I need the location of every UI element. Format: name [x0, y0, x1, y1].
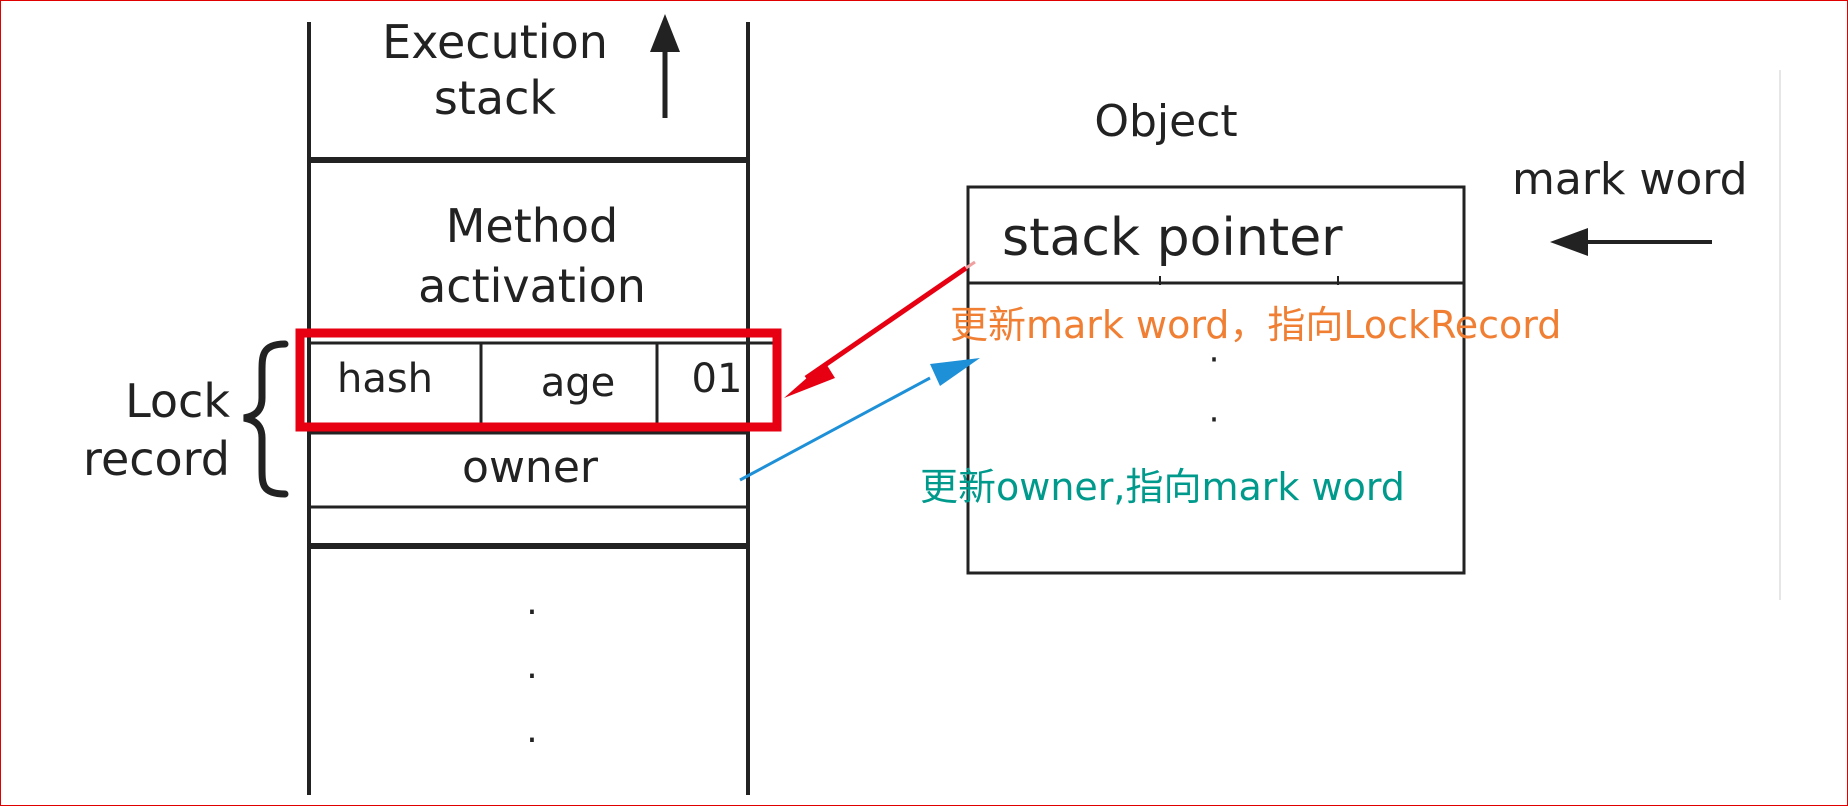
stack-ellipsis-3: ·: [526, 720, 538, 761]
object-ellipsis-2: ·: [1208, 400, 1220, 440]
execution-stack-outline: [307, 22, 750, 795]
hash-field: hash: [336, 356, 434, 402]
mark-word-label: mark word: [1512, 154, 1748, 205]
method-label: Method: [445, 199, 619, 253]
mark-word-arrow-icon: [1550, 228, 1712, 256]
record-label: record: [83, 432, 230, 486]
flag-field: 01: [691, 356, 743, 402]
stack-ellipsis-2: ·: [526, 656, 538, 697]
age-field: age: [540, 360, 616, 406]
owner-field: owner: [462, 442, 598, 493]
up-arrow-icon: [650, 14, 680, 118]
update-mark-word-annotation: 更新mark word，指向LockRecord: [950, 303, 1562, 347]
stack-pointer-label: stack pointer: [1002, 208, 1343, 268]
object-ellipsis-1: ·: [1208, 340, 1220, 380]
lock-label: Lock: [125, 374, 230, 428]
activation-label: activation: [418, 259, 646, 313]
update-owner-annotation: 更新owner,指向mark word: [920, 465, 1405, 509]
blue-arrow-icon: [739, 358, 980, 482]
highlight-box: [295, 328, 782, 432]
object-box: [966, 185, 1466, 575]
object-title: Object: [1094, 96, 1238, 147]
stack-ellipsis-1: ·: [526, 592, 538, 633]
method-activation-label: Method activation: [418, 196, 646, 316]
lock-record-label: Lock record: [80, 372, 230, 488]
red-arrow-icon: [784, 265, 968, 398]
curly-brace-icon: [243, 340, 289, 498]
execution-stack-title: Execution stack: [382, 14, 608, 126]
stack-label: stack: [433, 71, 557, 125]
execution-label: Execution: [382, 15, 608, 69]
